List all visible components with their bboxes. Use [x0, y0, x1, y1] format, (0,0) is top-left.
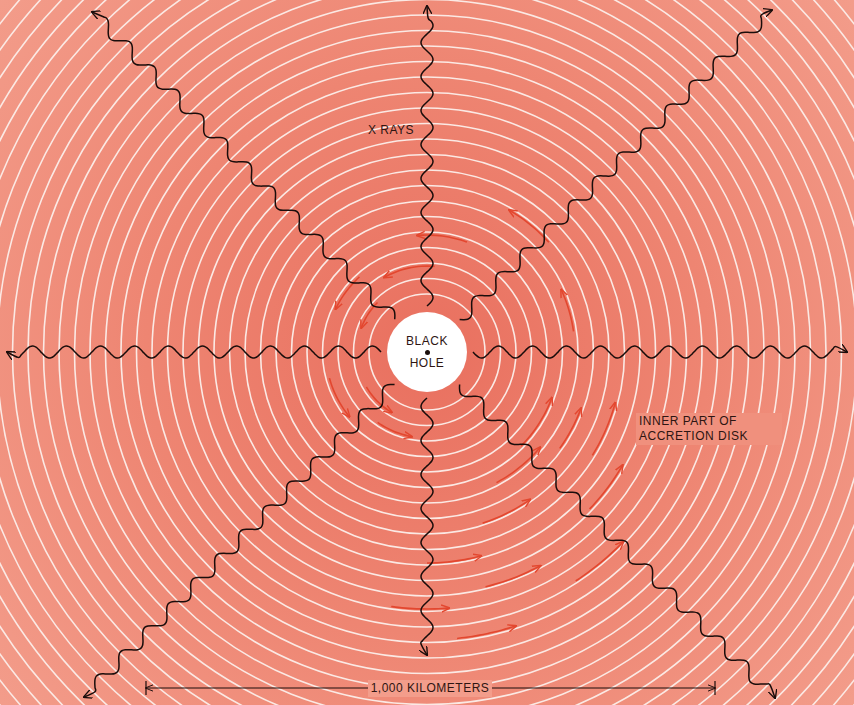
- disk-ring: [183, 108, 671, 596]
- x-ray-wave: [460, 10, 772, 320]
- orbit-arrow: [521, 397, 552, 446]
- disk-ring: [369, 294, 485, 410]
- disk-ring: [307, 232, 547, 472]
- disk-ring: [230, 155, 625, 550]
- orbit-arrow: [486, 566, 541, 587]
- disk-ring: [276, 201, 578, 503]
- orbit-arrow: [576, 542, 624, 581]
- disk-ring: [75, 0, 780, 705]
- orbit-arrow: [391, 606, 449, 608]
- disk-ring: [137, 62, 718, 643]
- orbit-arrow: [590, 465, 623, 509]
- orbit-arrow: [427, 556, 482, 563]
- orbit-arrows: [329, 210, 623, 638]
- disk-ring: [292, 217, 563, 488]
- orbit-arrow: [560, 408, 581, 448]
- orbit-arrow: [592, 402, 615, 455]
- black-hole-circle: BLACK HOLE: [387, 312, 467, 392]
- x-ray-wave: [7, 346, 381, 358]
- dimension-label: 1,000 KILOMETERS: [368, 680, 493, 697]
- disk-ring: [59, 0, 795, 705]
- disk-ring: [214, 139, 640, 565]
- singularity-dot: [425, 350, 430, 355]
- orbit-arrow: [509, 210, 549, 242]
- orbit-arrow: [483, 499, 531, 523]
- x-ray-wave: [84, 385, 395, 697]
- disk-ring: [354, 279, 501, 426]
- orbit-arrow: [335, 277, 359, 309]
- x-ray-wave: [92, 12, 395, 319]
- node-label: BLACK HOLE: [401, 330, 453, 374]
- orbit-arrow: [457, 626, 516, 639]
- orbit-arrow: [329, 378, 349, 417]
- disk-ring: [323, 248, 532, 457]
- x-ray-wave: [421, 6, 433, 306]
- region-label: INNER PART OF ACCRETION DISK: [636, 413, 782, 445]
- x-ray-waves: [7, 6, 847, 698]
- orbit-arrow: [561, 289, 573, 331]
- x-ray-wave: [421, 398, 433, 655]
- disk-ring: [28, 0, 826, 705]
- disk-ring: [152, 77, 702, 627]
- disk-ring: [199, 124, 656, 581]
- disk-ring: [13, 0, 842, 705]
- x-ray-wave: [473, 346, 847, 358]
- x-rays-label: X RAYS: [365, 122, 417, 139]
- orbit-arrow: [378, 422, 412, 436]
- orbit-arrow: [496, 447, 540, 483]
